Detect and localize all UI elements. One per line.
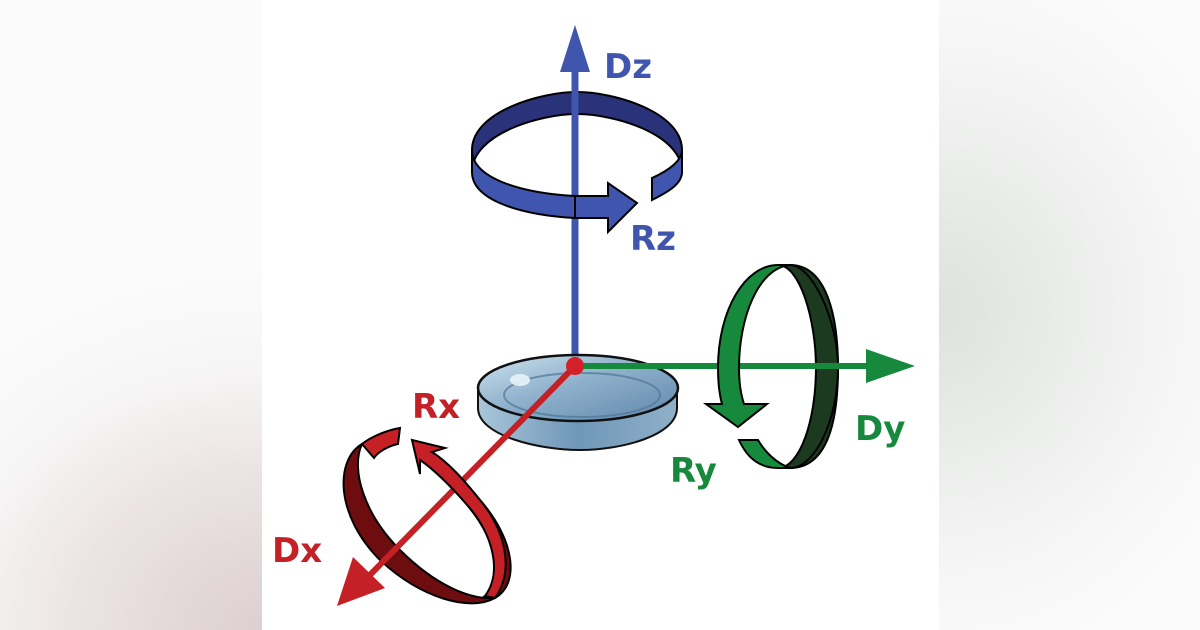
origin-point [566,357,584,375]
right-background [939,0,1200,630]
rx-rotation-arrow-icon [360,426,507,600]
dx-label: Dx [272,531,322,571]
dz-label: Dz [604,47,652,87]
lens-icon [476,353,680,452]
ry-rotation-arrow-icon [702,264,791,469]
rz-rotation-arrow-icon [471,149,683,235]
x-axis-arrow-icon [337,363,578,606]
ry-label: Ry [670,451,717,491]
rz-label: Rz [630,219,676,259]
left-background [0,0,262,630]
rx-label: Rx [412,387,460,427]
dy-label: Dy [855,409,905,449]
